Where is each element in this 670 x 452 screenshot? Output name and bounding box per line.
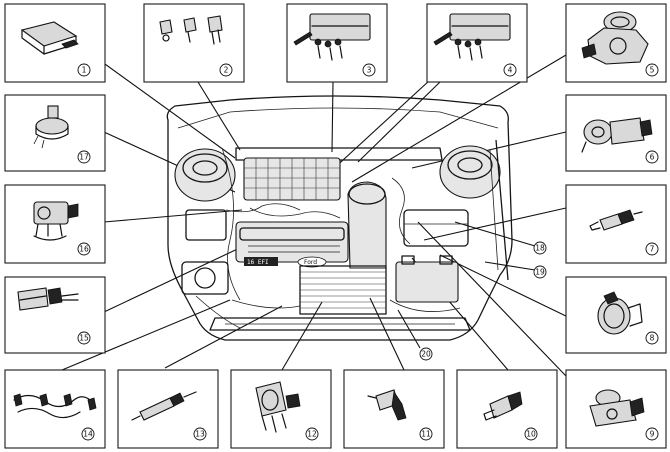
component-box-7: 7 [565,184,667,264]
callout-7: 7 [650,245,655,254]
callout-2: 2 [224,66,229,75]
component-box-9: 9 [565,369,667,449]
component-box-10: 10 [456,369,558,449]
leader-line-9 [417,221,567,377]
leader-line-16 [103,209,243,223]
component-box-17: 17 [4,94,106,172]
leader-line-3 [331,81,334,153]
callout-13: 13 [195,430,205,439]
component-box-12: 12 [230,369,332,449]
main-callout-20: 20 [419,347,433,361]
callout-9: 9 [650,430,655,439]
ignition-harness-icon [13,393,97,419]
component-box-6: 6 [565,94,667,172]
main-callout-19: 19 [533,265,547,279]
callout-11: 11 [421,430,431,439]
callout-14: 14 [83,430,93,439]
leader-line-14 [61,299,231,371]
leader-line-1 [79,45,236,159]
crank-sensor-icon [17,287,79,311]
leader-line-6 [411,131,567,169]
component-box-8: 8 [565,276,667,354]
component-box-2: 2 [143,3,245,83]
throttle-body-icon [581,11,649,65]
engine-badge-right [297,256,327,268]
leader-line-11 [369,297,405,371]
leader-line-20 [397,309,421,349]
pressure-switch-icon [33,105,69,149]
callout-15: 15 [79,334,89,343]
callout-16: 16 [79,245,89,254]
component-box-4: 4 [426,3,528,83]
callout-17: 17 [79,153,89,162]
callout-19: 19 [535,268,545,277]
callout-1: 1 [82,66,87,75]
callout-3: 3 [367,66,372,75]
leader-line-12 [281,301,323,371]
callout-20: 20 [421,350,431,359]
component-box-3: 3 [286,3,388,83]
radiator-slats [300,271,386,309]
ecu-module-icon [20,21,79,55]
component-box-5: 5 [565,3,667,83]
leader-line-2 [197,81,241,151]
callout-12: 12 [307,430,317,439]
callout-5: 5 [650,66,655,75]
throttle-position-sensor-icon [255,381,301,433]
leader-lines [61,45,571,377]
component-box-15: 15 [4,276,106,354]
temperature-sender-icon [589,209,643,231]
idle-speed-actuator-icon [581,117,653,153]
callout-10: 10 [526,430,536,439]
callout-4: 4 [508,66,513,75]
connector-clips-icon [159,15,223,45]
spark-plug-icon [131,391,197,421]
engine-bay: 16 EFI Ford [166,95,513,341]
engine-badge-left-text: 16 EFI [247,259,269,266]
fuel-rail-assembly-icon [293,13,371,61]
component-box-14: 14 [4,369,106,449]
leader-line-4b [357,81,441,163]
engine-badge-right-text: Ford [304,259,317,266]
callout-18: 18 [535,244,545,253]
leader-line-19 [484,261,536,271]
leader-line-13 [164,305,283,369]
component-box-16: 16 [4,184,106,264]
coolant-sensor-icon [483,391,523,421]
injector-harness-icon [433,13,511,61]
egr-valve-icon [589,389,645,427]
callout-6: 6 [650,153,655,162]
plenum-grid [244,158,340,200]
engine-badge-left [244,257,278,266]
leader-line-5 [351,54,567,183]
map-sensor-icon [597,291,643,335]
component-box-11: 11 [343,369,445,449]
speed-sensor-icon [367,389,407,421]
leader-line-8 [439,254,571,319]
component-box-1: 1 [4,3,106,83]
component-box-13: 13 [117,369,219,449]
main-callout-18: 18 [533,241,547,255]
idle-valve-icon [33,201,79,241]
callout-8: 8 [650,334,655,343]
